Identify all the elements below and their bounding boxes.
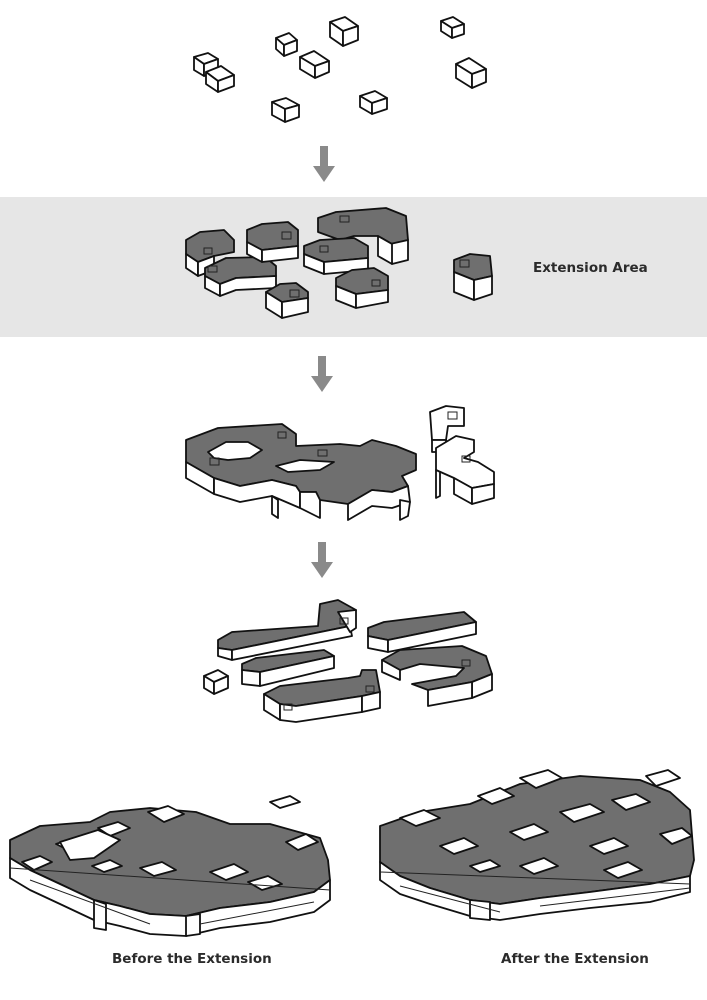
down-arrow-icon (311, 542, 333, 578)
down-arrow-icon (313, 146, 335, 182)
block (453, 253, 493, 301)
bar (381, 645, 493, 707)
block (205, 65, 235, 93)
down-arrow-icon (311, 356, 333, 392)
stage-4-linear-bars (203, 599, 493, 723)
block (455, 57, 487, 89)
after-extension-label: After the Extension (501, 951, 649, 967)
block (185, 229, 235, 277)
stage-1-original-blocks (193, 16, 487, 123)
block (265, 282, 309, 319)
bar (241, 649, 335, 687)
bar (263, 669, 381, 723)
bar (367, 611, 477, 653)
block (271, 97, 300, 123)
block (359, 90, 388, 115)
extension-area-label: Extension Area (533, 260, 648, 276)
before-extension-label: Before the Extension (112, 951, 272, 967)
block (246, 221, 299, 263)
after-extension-model (379, 769, 695, 921)
stage-3-merged-mass (185, 405, 495, 521)
block (440, 16, 465, 39)
block (317, 207, 409, 265)
before-extension-model (9, 795, 331, 937)
block (203, 669, 229, 695)
bar (217, 599, 357, 661)
block (275, 32, 298, 57)
block (299, 50, 330, 79)
block (335, 267, 389, 309)
stage-2-extension-blocks (185, 207, 493, 319)
block (329, 16, 359, 47)
